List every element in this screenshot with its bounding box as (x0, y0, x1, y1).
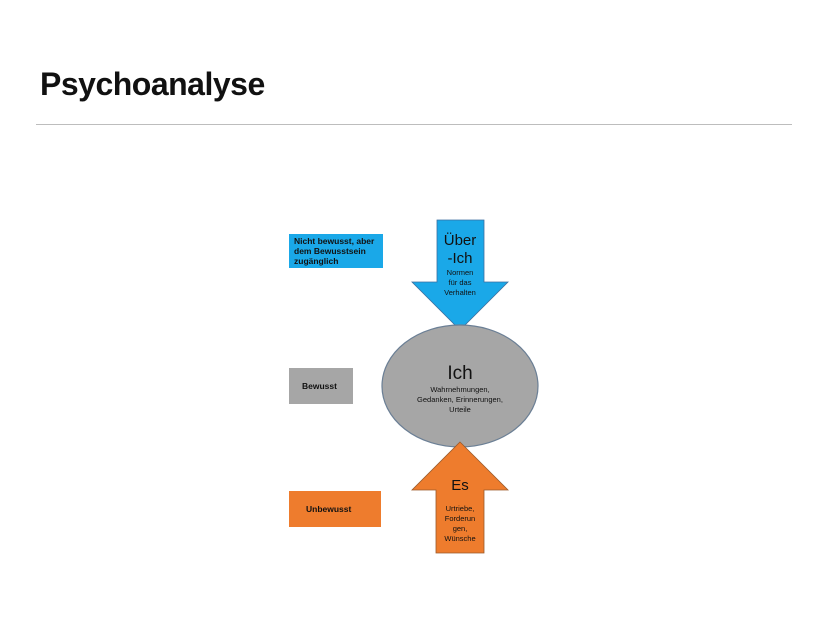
legend-unconscious-label: Unbewusst (306, 504, 352, 514)
es-desc-3: gen, (453, 524, 468, 533)
ueber-ich-desc-2: für das (449, 278, 472, 287)
legend-conscious: Bewusst (289, 368, 353, 404)
ich-desc-3: Urteile (449, 405, 471, 414)
ueber-ich-arrow (411, 219, 509, 331)
legend-unconscious: Unbewusst (289, 491, 381, 527)
es-title: Es (451, 477, 469, 494)
ueber-ich-title-2: -Ich (447, 250, 472, 267)
es-arrow (411, 441, 509, 554)
title-divider (36, 124, 792, 125)
ich-title: Ich (447, 363, 472, 384)
legend-preconscious-label: Nicht bewusst, aber dem Bewusstsein zugä… (294, 236, 375, 266)
ich-desc-1: Wahrnehmungen, (430, 385, 489, 394)
page-title: Psychoanalyse (40, 66, 265, 102)
es-desc-2: Forderun (445, 514, 475, 523)
ueber-ich-desc-3: Verhalten (444, 288, 476, 297)
es-desc-1: Urtriebe, (446, 504, 475, 513)
es-desc-4: Wünsche (444, 534, 475, 543)
legend-conscious-label: Bewusst (302, 381, 337, 391)
ueber-ich-title-1: Über (444, 231, 477, 249)
ich-desc-2: Gedanken, Erinnerungen, (417, 395, 503, 404)
legend-preconscious: Nicht bewusst, aber dem Bewusstsein zugä… (289, 234, 383, 268)
ueber-ich-desc-1: Normen (447, 268, 474, 277)
